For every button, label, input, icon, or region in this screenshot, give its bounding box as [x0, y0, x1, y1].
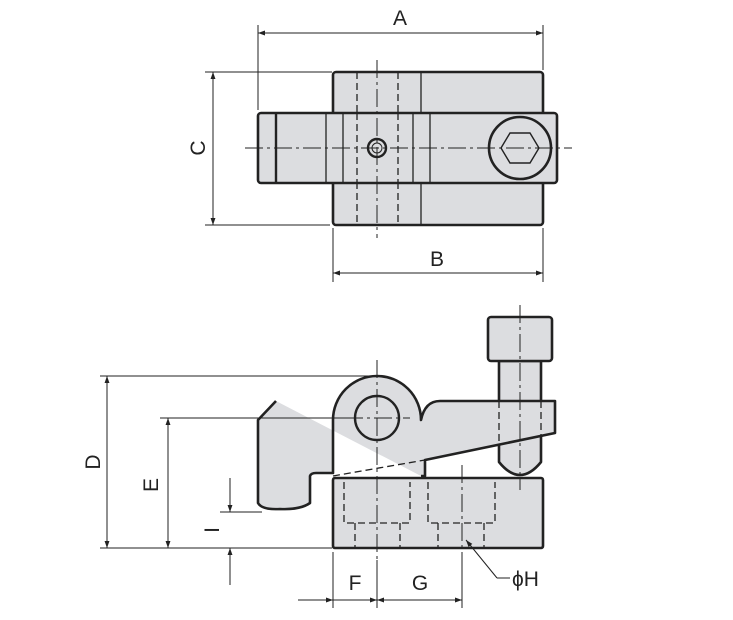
dimension-H: ϕH	[465, 539, 539, 591]
side-view	[256, 305, 557, 560]
dimension-F-G: F G	[298, 552, 463, 608]
dimension-E: E	[140, 417, 345, 548]
label-E: E	[140, 478, 163, 492]
label-C: C	[187, 140, 210, 155]
top-view	[245, 60, 572, 238]
label-B: B	[430, 248, 444, 271]
clamp-arm-side	[256, 374, 557, 511]
label-D: D	[82, 454, 105, 469]
dimension-B: B	[332, 228, 544, 282]
label-A: A	[393, 7, 407, 30]
dimension-I: I	[201, 478, 262, 585]
label-F: F	[349, 572, 362, 595]
label-H: ϕH	[512, 568, 539, 591]
dimension-A: A	[257, 7, 544, 110]
label-G: G	[412, 572, 428, 595]
label-I: I	[201, 527, 224, 533]
dimension-D: D	[82, 375, 377, 549]
dimension-C: C	[187, 71, 332, 226]
